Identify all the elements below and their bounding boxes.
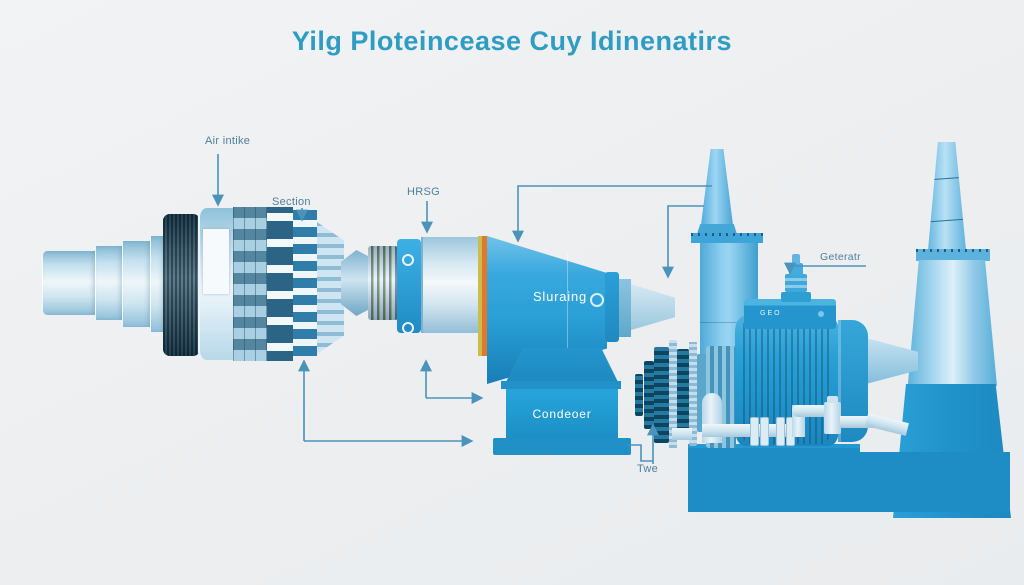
generator-label: Geteratr bbox=[820, 251, 861, 263]
coupling-disc bbox=[644, 361, 654, 429]
air-intake-duct bbox=[150, 236, 165, 332]
arrow-stack-to-turbine bbox=[512, 185, 712, 243]
terminal-box-dot bbox=[818, 311, 824, 317]
ribbed-cone bbox=[317, 222, 344, 354]
pipe-flange bbox=[750, 417, 759, 446]
cooling-pipe bbox=[792, 405, 826, 417]
coupling-disc bbox=[697, 354, 708, 432]
chimney-top-cone bbox=[928, 142, 966, 250]
chimney-flange bbox=[916, 249, 990, 261]
section-label: Section bbox=[272, 196, 311, 208]
compressor-blade-rows bbox=[233, 207, 267, 361]
shaft-nozzle bbox=[341, 250, 369, 316]
silencer-stack-cone bbox=[701, 149, 733, 225]
generator-bushing-base bbox=[781, 292, 811, 302]
hrsg-label: HRSG bbox=[407, 186, 440, 198]
generator-bushing bbox=[785, 274, 807, 292]
generator-foundation bbox=[688, 444, 860, 512]
chimney-ring-line bbox=[928, 218, 966, 223]
terminal-box-label: GEO bbox=[760, 310, 782, 317]
turbine-shaft-cone bbox=[631, 284, 675, 330]
generator-bushing-tip bbox=[792, 254, 800, 264]
cooling-pipe bbox=[702, 424, 792, 437]
pipe-valve-cap bbox=[827, 396, 838, 403]
flange-bolt bbox=[402, 322, 414, 334]
line-condenser-to-tower bbox=[628, 444, 653, 462]
pipe-valve bbox=[824, 402, 841, 434]
compressor-fin-drum bbox=[163, 214, 200, 356]
compressor-stator-slots bbox=[267, 207, 293, 361]
turbine-exhaust-ring bbox=[619, 279, 631, 337]
condenser-base bbox=[493, 438, 631, 455]
tower-label: Twe bbox=[637, 463, 659, 475]
combustor-section bbox=[421, 237, 481, 333]
foundation-extension bbox=[855, 452, 1010, 512]
condenser-label: Condeoer bbox=[532, 406, 592, 421]
chimney-body bbox=[907, 260, 997, 386]
condenser-cap bbox=[501, 381, 621, 389]
coupling-disc bbox=[654, 347, 669, 443]
pipe-flange bbox=[776, 417, 785, 446]
generator-bushing-top bbox=[789, 263, 803, 275]
coupling-disc bbox=[635, 374, 643, 416]
condenser-box: Condeoer bbox=[506, 389, 618, 438]
flange-bolt bbox=[402, 254, 414, 266]
turbine-exhaust-ring bbox=[605, 272, 619, 342]
yellow-stripe bbox=[478, 236, 482, 356]
shaft-coupling-rings bbox=[368, 246, 398, 320]
turbine-label: Sluraing bbox=[532, 289, 588, 304]
generator-terminal-box: GEO bbox=[744, 299, 836, 329]
turbine-seam bbox=[567, 252, 568, 364]
air-intake-duct bbox=[95, 246, 123, 320]
nameplate bbox=[203, 229, 229, 294]
turbine-port-circle bbox=[590, 293, 604, 307]
air-intake-duct bbox=[122, 241, 151, 327]
diagram-title: Yilg Ploteincease Cuy Idinenatirs bbox=[291, 26, 733, 56]
orange-stripe bbox=[482, 236, 487, 356]
coupling-disc bbox=[669, 340, 677, 448]
cooling-pipe bbox=[865, 413, 909, 436]
pipe-flange bbox=[760, 417, 769, 446]
air-intake-duct bbox=[42, 251, 96, 315]
cooling-pipe bbox=[672, 428, 692, 440]
coupling-disc bbox=[677, 349, 689, 439]
silencer-stack-skirt bbox=[697, 224, 737, 234]
silencer-stack-flange bbox=[691, 233, 763, 243]
turbine-pedestal bbox=[506, 348, 618, 382]
compressor-rotor-slots bbox=[293, 210, 317, 356]
chimney-ring-line bbox=[928, 176, 966, 181]
air-inlet-label: Air intike bbox=[205, 135, 251, 147]
coupling-disc bbox=[689, 342, 697, 446]
